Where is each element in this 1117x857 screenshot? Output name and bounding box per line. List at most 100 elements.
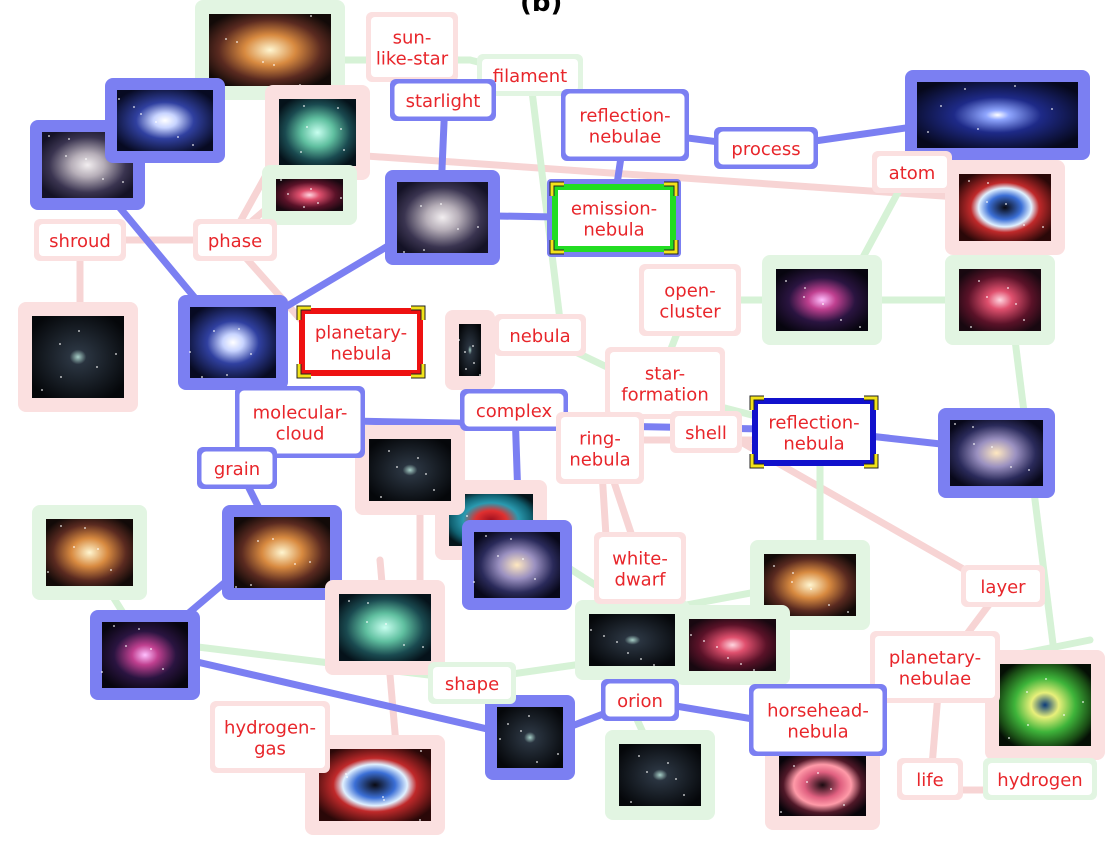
star-speck bbox=[987, 182, 989, 184]
image-node-white-dwarf-b[interactable] bbox=[675, 605, 790, 685]
star-speck bbox=[309, 561, 311, 563]
image-node-red-cloud[interactable] bbox=[945, 255, 1055, 345]
star-speck bbox=[485, 535, 487, 537]
label-node-life[interactable]: life bbox=[897, 758, 963, 800]
label-node-horsehead-nebula[interactable]: horsehead-nebula bbox=[749, 684, 887, 756]
star-speck bbox=[213, 330, 215, 332]
label-node-grain[interactable]: grain bbox=[197, 447, 277, 489]
star-speck bbox=[1015, 303, 1017, 305]
label-node-reflection-nebulae[interactable]: reflection-nebulae bbox=[561, 89, 689, 161]
image-node-dim-star[interactable] bbox=[18, 302, 138, 412]
star-speck bbox=[627, 652, 629, 654]
image-node-pillars-blue[interactable] bbox=[462, 520, 572, 610]
nebula-thumbnail bbox=[959, 269, 1041, 331]
label-node-process[interactable]: process bbox=[714, 127, 818, 169]
image-node-cats-eye[interactable] bbox=[265, 85, 370, 180]
label-node-filament[interactable]: filament bbox=[477, 54, 583, 96]
star-speck bbox=[60, 376, 62, 378]
image-node-orion-dark[interactable] bbox=[485, 695, 575, 780]
star-speck bbox=[162, 668, 164, 670]
image-node-pillars[interactable] bbox=[32, 505, 147, 600]
star-speck bbox=[294, 563, 296, 565]
label-node-ring-nebula[interactable]: ring-nebula bbox=[556, 412, 644, 484]
label-node-molecular-cloud[interactable]: molecular-cloud bbox=[235, 386, 365, 458]
label-node-planetary-nebulae[interactable]: planetary-nebulae bbox=[870, 631, 1000, 703]
star-speck bbox=[817, 772, 819, 774]
star-speck bbox=[346, 776, 348, 778]
label-node-shroud[interactable]: shroud bbox=[34, 219, 126, 261]
nebula-thumbnail bbox=[779, 754, 866, 816]
image-node-green-planetary[interactable] bbox=[985, 650, 1105, 760]
label-node-starlight[interactable]: starlight bbox=[390, 79, 496, 121]
label-node-sun-like-star[interactable]: sun-like-star bbox=[366, 12, 458, 82]
star-speck bbox=[479, 374, 481, 376]
image-node-ring-red[interactable] bbox=[945, 160, 1065, 255]
label-node-hydrogen-gas[interactable]: hydrogen-gas bbox=[210, 701, 330, 773]
label-text: process bbox=[731, 139, 800, 160]
image-node-orion-stars[interactable] bbox=[605, 730, 715, 820]
star-speck bbox=[536, 761, 538, 763]
star-speck bbox=[440, 203, 442, 205]
selected-box bbox=[752, 398, 876, 466]
star-speck bbox=[317, 202, 319, 204]
nebula-thumbnail bbox=[209, 14, 331, 86]
star-speck bbox=[238, 328, 240, 330]
image-node-blue-star[interactable] bbox=[905, 70, 1090, 160]
image-node-open-cluster-img[interactable] bbox=[762, 255, 882, 345]
nebula-thumbnail bbox=[117, 90, 213, 151]
star-speck bbox=[115, 353, 117, 355]
label-node-nebula[interactable]: nebula bbox=[494, 314, 586, 356]
label-node-phase[interactable]: phase bbox=[193, 219, 277, 261]
image-node-lagoon[interactable] bbox=[90, 610, 200, 700]
star-speck bbox=[101, 671, 103, 673]
image-node-hydrogen-gas-img[interactable] bbox=[305, 735, 445, 835]
star-speck bbox=[640, 658, 642, 660]
label-node-complex[interactable]: complex bbox=[460, 389, 568, 431]
label-text: shape bbox=[445, 674, 499, 695]
label-node-orion[interactable]: orion bbox=[601, 679, 679, 721]
star-speck bbox=[250, 353, 252, 355]
image-node-complex-ring[interactable] bbox=[355, 425, 465, 515]
image-node-cats-eye-lower[interactable] bbox=[262, 165, 357, 225]
star-speck bbox=[110, 569, 112, 571]
image-node-ring-pink[interactable] bbox=[765, 740, 880, 830]
star-speck bbox=[96, 366, 98, 368]
image-node-orion-blue[interactable] bbox=[178, 295, 288, 390]
label-node-hydrogen[interactable]: hydrogen bbox=[983, 758, 1097, 800]
image-node-white-dwarf-a[interactable] bbox=[575, 600, 690, 680]
star-speck bbox=[125, 645, 127, 647]
image-node-reflection-cloud[interactable] bbox=[385, 170, 500, 265]
selected-node-reflection-nebula[interactable]: reflection-nebula bbox=[749, 395, 879, 469]
image-node-reflection-nebula-img[interactable] bbox=[938, 408, 1055, 498]
star-speck bbox=[466, 515, 468, 517]
image-node-grain-dust[interactable] bbox=[222, 505, 342, 600]
image-node-star-cluster-top[interactable] bbox=[195, 0, 345, 100]
label-node-atom[interactable]: atom bbox=[872, 151, 952, 193]
label-box bbox=[201, 451, 273, 485]
image-node-dark-globule-2[interactable] bbox=[105, 78, 225, 163]
star-speck bbox=[138, 628, 140, 630]
selected-node-emission-nebula[interactable]: emission-nebula bbox=[547, 179, 681, 257]
star-speck bbox=[122, 181, 124, 183]
star-speck bbox=[1023, 319, 1025, 321]
label-node-star-formation[interactable]: star-formation bbox=[605, 347, 725, 419]
label-box bbox=[482, 59, 578, 91]
label-node-open-cluster[interactable]: open-cluster bbox=[639, 264, 741, 336]
label-text: atom bbox=[889, 163, 936, 184]
selected-node-planetary-nebula[interactable]: planetary-nebula bbox=[296, 305, 426, 379]
label-node-shape[interactable]: shape bbox=[428, 662, 516, 704]
label-node-white-dwarf[interactable]: white-dwarf bbox=[594, 532, 686, 604]
corner-marker bbox=[664, 182, 678, 196]
label-node-layer[interactable]: layer bbox=[961, 565, 1045, 607]
corner-marker bbox=[864, 396, 878, 410]
corner-marker bbox=[750, 454, 764, 468]
label-node-shell[interactable]: shell bbox=[670, 411, 742, 453]
star-speck bbox=[986, 296, 988, 298]
label-text: star-formation bbox=[621, 364, 708, 406]
star-speck bbox=[385, 623, 387, 625]
star-speck bbox=[273, 64, 275, 66]
image-node-small-nebula[interactable] bbox=[445, 310, 495, 390]
label-text: emission-nebula bbox=[571, 199, 657, 241]
image-node-butterfly[interactable] bbox=[325, 580, 445, 675]
